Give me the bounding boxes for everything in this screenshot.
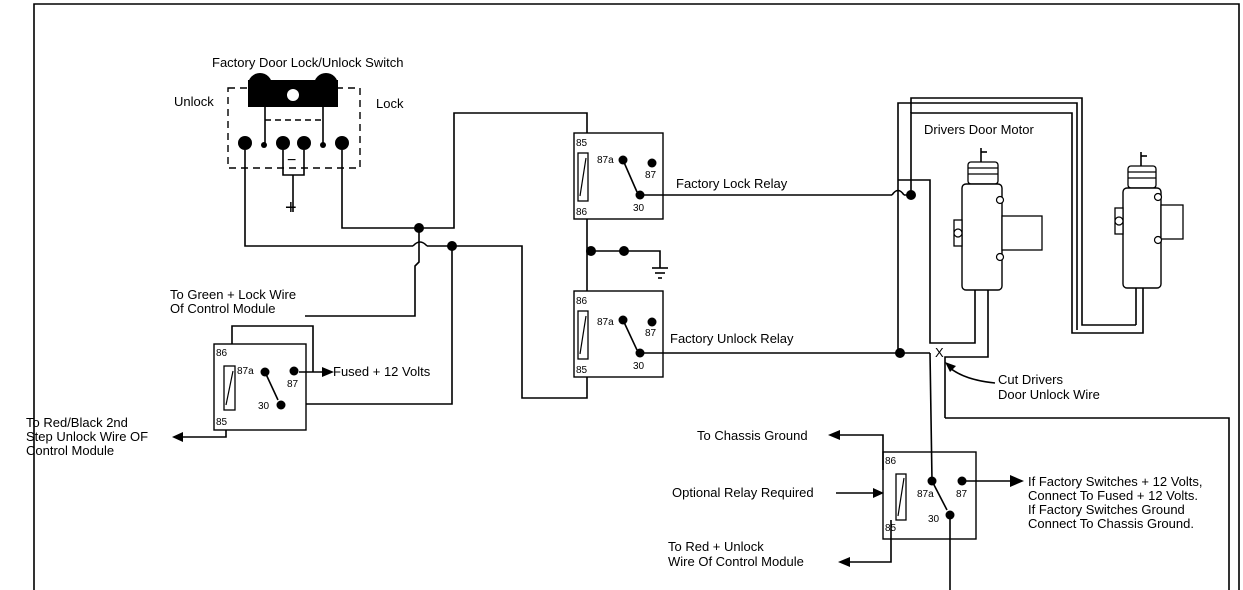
svg-text:87a: 87a (597, 155, 614, 166)
drivers-motor-label: Drivers Door Motor (924, 122, 1034, 137)
svg-text:86: 86 (885, 456, 897, 467)
red-black-arrow (172, 432, 183, 442)
aux-relay-86-wire (231, 325, 314, 372)
chassis-ground-wire (836, 434, 884, 470)
switch-terminal (276, 136, 290, 150)
switch-terminal (297, 136, 311, 150)
green-lock-label-2: Of Control Module (170, 301, 276, 316)
svg-text:87: 87 (645, 328, 657, 339)
note-line-2: Connect To Fused + 12 Volts. (1028, 488, 1198, 503)
note-arrow (1010, 475, 1024, 487)
optional-relay: 86 85 87a 87 30 (882, 451, 977, 540)
lock-relay-85-wire (419, 112, 588, 229)
svg-text:86: 86 (576, 296, 588, 307)
plus-sign: + (285, 197, 297, 219)
red-black-label-1: To Red/Black 2nd (26, 415, 128, 430)
cut-mark: X (935, 345, 944, 360)
drivers-door-motor (953, 148, 1043, 291)
red-black-label-3: Control Module (26, 443, 114, 458)
lock-label: Lock (376, 96, 404, 111)
junction-dot (414, 223, 424, 233)
junction-dot (619, 246, 629, 256)
svg-text:85: 85 (576, 365, 588, 376)
svg-text:87: 87 (287, 379, 299, 390)
diagram-frame (33, 3, 1240, 590)
cut-label-1: Cut Drivers (998, 372, 1064, 387)
optional-relay-arrow (873, 488, 884, 498)
svg-text:87a: 87a (597, 317, 614, 328)
switch-title: Factory Door Lock/Unlock Switch (212, 55, 403, 70)
optional-relay-in-wire (929, 352, 933, 482)
aux-relay-30-wire (281, 246, 453, 405)
note-line-1: If Factory Switches + 12 Volts, (1028, 474, 1203, 489)
svg-text:85: 85 (216, 417, 228, 428)
factory-lock-relay-label: Factory Lock Relay (676, 176, 788, 191)
svg-text:30: 30 (633, 203, 645, 214)
red-unlock-wire (846, 520, 892, 563)
switch-terminal (320, 142, 326, 148)
red-unlock-label-2: Wire Of Control Module (668, 554, 804, 569)
note-line-4: Connect To Chassis Ground. (1028, 516, 1194, 531)
fused-12v-arrow (322, 367, 334, 377)
passenger-door-motor (1114, 152, 1184, 325)
junction-dot (895, 348, 905, 358)
switch-terminal (335, 136, 349, 150)
svg-text:85: 85 (576, 138, 588, 149)
cut-arrow (949, 367, 996, 384)
junction-dot (906, 190, 916, 200)
motor-feed-wire (898, 179, 976, 344)
unlock-switch-wire (244, 150, 413, 247)
switch-terminal (261, 142, 267, 148)
factory-switch: Factory Door Lock/Unlock Switch Unlock L… (174, 55, 404, 219)
unlock-switch-wire-b (427, 245, 588, 399)
chassis-ground-label: To Chassis Ground (697, 428, 808, 443)
unlock-bus-top (897, 102, 1078, 330)
aux-relay: 86 85 87a 87 30 (213, 343, 307, 431)
svg-text:87a: 87a (237, 366, 254, 377)
factory-lock-relay: 85 86 87a 87 30 (573, 132, 664, 220)
unlock-label: Unlock (174, 94, 214, 109)
svg-text:30: 30 (258, 401, 270, 412)
green-lock-label-1: To Green + Lock Wire (170, 287, 296, 302)
motor-return-wire (944, 290, 989, 418)
ground-symbol (652, 267, 668, 279)
green-lock-wire (305, 228, 420, 317)
cut-label-2: Door Unlock Wire (998, 387, 1100, 402)
factory-unlock-relay: 86 85 87a 87 30 (573, 290, 664, 378)
red-unlock-label-1: To Red + Unlock (668, 539, 764, 554)
minus-sign: − (287, 152, 296, 169)
svg-text:87a: 87a (917, 489, 934, 500)
cut-arrowhead (945, 362, 956, 372)
fused-12v-label: Fused + 12 Volts (333, 364, 431, 379)
red-black-label-2: Step Unlock Wire OF (26, 429, 148, 444)
svg-text:86: 86 (216, 348, 228, 359)
svg-text:30: 30 (928, 514, 940, 525)
note-line-3: If Factory Switches Ground (1028, 502, 1185, 517)
optional-relay-loop (945, 417, 1230, 590)
optional-relay-label: Optional Relay Required (672, 485, 814, 500)
switch-rocker (248, 73, 338, 107)
svg-text:87: 87 (645, 170, 657, 181)
unlock-switch-wire-hop (412, 241, 428, 247)
factory-unlock-relay-label: Factory Unlock Relay (670, 331, 794, 346)
svg-text:86: 86 (576, 207, 588, 218)
svg-text:30: 30 (633, 361, 645, 372)
junction-dot (586, 246, 596, 256)
chassis-ground-arrow (828, 430, 840, 440)
svg-text:87: 87 (956, 489, 968, 500)
switch-terminal (238, 136, 252, 150)
red-unlock-arrow (838, 557, 850, 567)
red-black-wire (180, 430, 227, 438)
ground-wire (587, 250, 661, 268)
lock-switch-wire (341, 150, 419, 229)
